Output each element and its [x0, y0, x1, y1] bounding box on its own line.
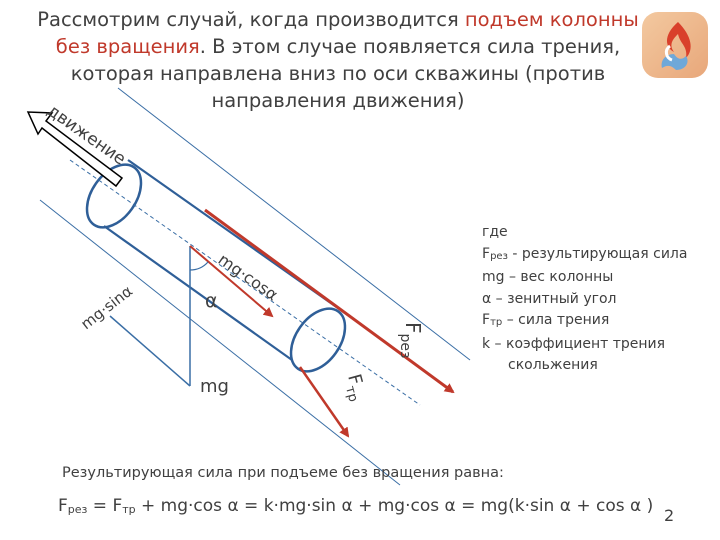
flame-logo-icon — [642, 12, 708, 78]
fres-arrow — [204, 208, 455, 394]
motion-arrow-icon — [26, 111, 124, 188]
mg-cos-line — [189, 245, 274, 318]
result-label: Результирующая сила при подъеме без вращ… — [62, 465, 504, 481]
title-highlight-no-rotation: без вращения — [55, 35, 200, 58]
title-line2-b: . В этом случае появляется сила трения, — [199, 35, 621, 58]
borehole-wall-upper — [117, 87, 471, 361]
fres-label-sub: рез — [397, 334, 413, 359]
legend-k-line1: k – коэффициент трения — [482, 335, 666, 352]
title-line3: которая направлена вниз по оси скважины … — [70, 62, 606, 85]
mg-label: mg — [200, 376, 229, 397]
slide-title: Рассмотрим случай, когда производится по… — [18, 6, 658, 114]
legend-k-line2: скольжения — [508, 357, 598, 373]
title-highlight-lift: подъем колонны — [464, 8, 639, 31]
legend-ftr: Fтр – сила трения — [482, 312, 610, 328]
alpha-angle-arc — [189, 261, 209, 271]
mg-sin-line — [109, 315, 191, 387]
legend-where: где — [482, 224, 508, 240]
ftr-arrow — [298, 366, 350, 438]
pipe-end-left — [85, 163, 143, 229]
pipe-edge-bottom — [103, 225, 293, 361]
fres-label-main: F — [401, 322, 425, 334]
mgsin-label: mg·sinα — [77, 282, 136, 333]
svg-text:Fрез: Fрез — [397, 322, 425, 358]
pipe-end-right — [289, 307, 347, 373]
legend-mg: mg – вес колонны — [482, 269, 614, 285]
legend-block: где Fрез - результирующая сила mg – вес … — [482, 222, 714, 377]
page-number: 2 — [664, 506, 675, 525]
borehole-wall-lower — [39, 199, 401, 486]
result-formula: Fрез = Fтр + mg·cos α = k·mg·sin α + mg·… — [58, 496, 654, 516]
svg-text:Fтр: Fтр — [339, 372, 370, 404]
legend-alpha: α – зенитный угол — [482, 290, 617, 307]
alpha-label: α — [205, 290, 218, 312]
well-axis — [69, 159, 421, 406]
ftr-label-sub: тр — [342, 384, 361, 403]
legend-fres: Fрез - результирующая сила — [482, 245, 688, 262]
title-line1-a: Рассмотрим случай, когда производится — [37, 8, 465, 31]
title-line4: направления движения) — [211, 89, 465, 112]
